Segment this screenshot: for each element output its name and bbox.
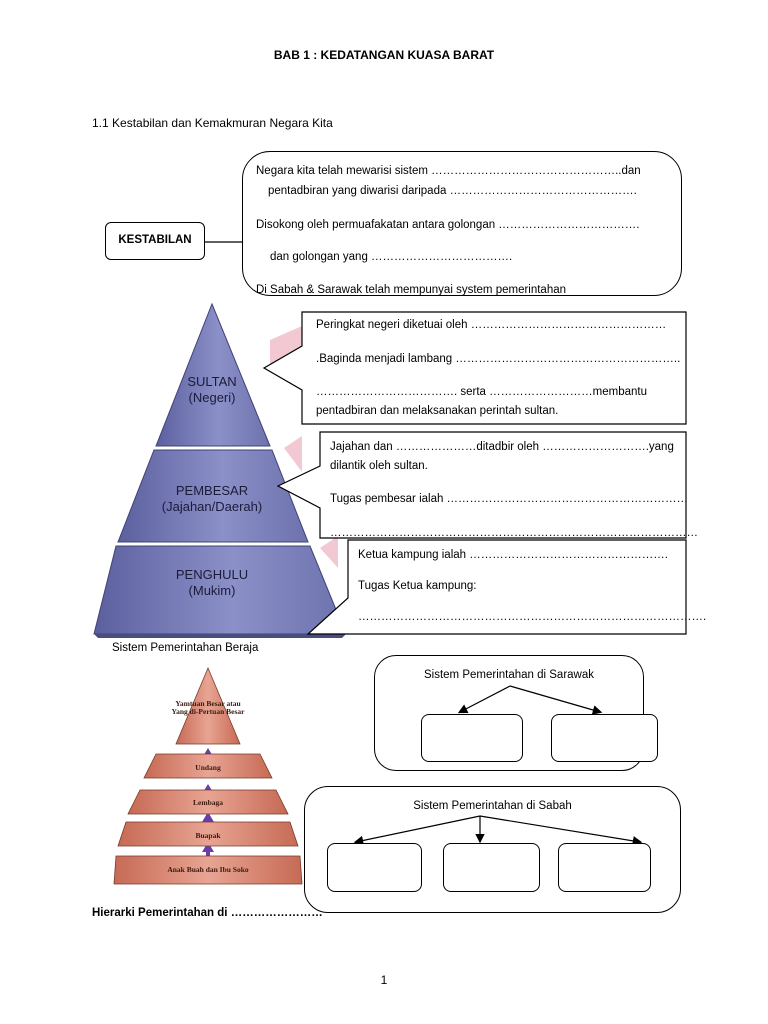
callout-sultan-shape [262, 311, 687, 425]
kestabilan-connector [205, 241, 245, 243]
sabah-arrows [353, 815, 643, 846]
sabah-box-title: Sistem Pemerintahan di Sabah [413, 800, 572, 812]
callout-sultan-line-1: Peringkat negeri diketuai oleh ………………………… [316, 319, 667, 331]
hierarki-caption: Hierarki Pemerintahan di …………………… [92, 907, 323, 919]
kestabilan-line-4: dan golongan yang ………………………………. [270, 251, 513, 263]
sarawak-blank-box-2[interactable] [551, 714, 658, 762]
penghulu-subtitle: (Mukim) [188, 582, 236, 598]
adat-level-1: Yamtuan Besar atau Yang di-Pertuan Besar [171, 699, 245, 716]
sabah-sarawak-line: Di Sabah & Sarawak telah mempunyai syste… [256, 284, 567, 296]
section-heading: 1.1 Kestabilan dan Kemakmuran Negara Kit… [92, 116, 333, 130]
beraja-pyramid [92, 300, 354, 640]
pink-tab-2 [284, 436, 302, 472]
sultan-subtitle: (Negeri) [188, 389, 236, 405]
callout-sultan-line-3: ………………………………. serta ………………………membantu [316, 386, 647, 398]
callout-pembesar-line-1: Jajahan dan …………………ditadbir oleh …………………… [330, 441, 674, 453]
pembesar-title: PEMBESAR [175, 483, 249, 498]
callout-pembesar-line-2: dilantik oleh sultan. [330, 460, 428, 472]
sarawak-arrows [457, 685, 603, 715]
page-title: BAB 1 : KEDATANGAN KUASA BARAT [273, 48, 495, 62]
adat-level-3: Lembaga [193, 798, 223, 807]
callout-sultan-line-4: pentadbiran dan melaksanakan perintah su… [316, 405, 559, 417]
callout-pembesar-line-3: Tugas pembesar ialah …………………………………………………… [330, 493, 689, 505]
pembesar-subtitle: (Jajahan/Daerah) [161, 498, 263, 514]
callout-pembesar-line-4: …………………………………………………………………………………… [330, 527, 698, 539]
pyramid-pembesar-label: PEMBESAR (Jajahan/Daerah) [147, 483, 277, 514]
pyramid-tier-sultan [155, 302, 271, 447]
adat-level-4: Buapak [195, 831, 221, 840]
callout-sultan-line-2: .Baginda menjadi lambang ………………………………………… [316, 353, 681, 365]
pyramid-tier-pembesar [117, 449, 309, 543]
kestabilan-line-3: Disokong oleh permuafakatan antara golon… [256, 219, 640, 231]
pink-tab-3 [320, 536, 338, 568]
sabah-blank-box-2[interactable] [443, 843, 540, 892]
pyramid-penghulu-label: PENGHULU (Mukim) [162, 567, 262, 598]
pyramid-sultan-label: SULTAN (Negeri) [162, 374, 262, 405]
adat-pyramid-svg [113, 666, 303, 885]
adat-pyramid-image [112, 662, 304, 896]
callout-penghulu-line-1: Ketua kampung ialah ……………………………………………. [358, 549, 668, 561]
callout-penghulu-shape [306, 539, 687, 635]
penghulu-title: PENGHULU [175, 567, 249, 582]
kestabilan-line-2: pentadbiran yang diwarisi daripada ……………… [268, 185, 637, 197]
kestabilan-label-box: KESTABILAN [105, 222, 205, 260]
kestabilan-content-box [242, 151, 682, 296]
adat-level-2: Undang [195, 763, 221, 772]
sarawak-box-title: Sistem Pemerintahan di Sarawak [423, 669, 595, 681]
callout-penghulu-line-2: Tugas Ketua kampung: [358, 580, 477, 592]
callout-penghulu-line-3: ………………………………………………………………………………. [358, 611, 707, 623]
sarawak-blank-box-1[interactable] [421, 714, 523, 762]
kestabilan-line-1: Negara kita telah mewarisi sistem ………………… [256, 165, 641, 177]
sabah-blank-box-1[interactable] [327, 843, 422, 892]
adat-level-5: Anak Buah dan Ibu Soko [167, 865, 249, 874]
beraja-caption: Sistem Pemerintahan Beraja [112, 642, 259, 654]
sabah-blank-box-3[interactable] [558, 843, 651, 892]
page-number: 1 [380, 973, 388, 987]
sultan-title: SULTAN [187, 374, 237, 389]
callout-pembesar-shape [276, 431, 687, 539]
kestabilan-label: KESTABILAN [118, 234, 192, 246]
